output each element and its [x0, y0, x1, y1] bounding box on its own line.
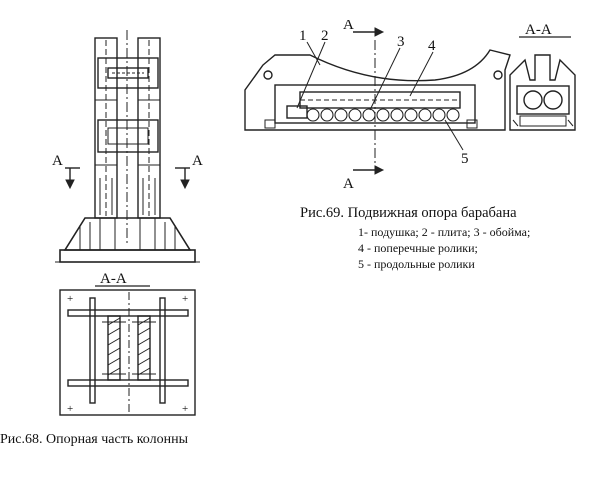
label-a-top: А — [343, 20, 354, 33]
svg-text:+: + — [67, 293, 73, 305]
callout-3: 3 — [397, 34, 405, 50]
figure-69-drum-support: 1 2 3 4 5 А А А-А — [235, 20, 605, 200]
callout-1: 1 — [299, 28, 307, 44]
label-a-bottom: А — [343, 176, 354, 192]
svg-text:+: + — [182, 403, 188, 415]
callout-4: 4 — [428, 38, 436, 54]
figure-69-caption: Рис.69. Подвижная опора барабана — [300, 205, 517, 221]
figure-68-caption: Рис.68. Опорная часть колонны — [0, 432, 188, 447]
legend-line-1: 1- подушка; 2 - плита; 3 - обойма; — [358, 225, 531, 239]
column-section-plan — [59, 289, 196, 416]
callout-leaders — [296, 41, 464, 151]
support-elevation-drawing — [244, 40, 511, 170]
section-arrows-69 — [353, 27, 385, 175]
column-elevation-drawing — [55, 30, 200, 263]
section-arrows-68 — [65, 167, 190, 190]
label-a-left: А — [52, 153, 63, 169]
section-label-69: А-А — [525, 22, 552, 38]
legend-line-3: 5 - продольные ролики — [358, 257, 475, 271]
figure-69-legend: 1- подушка; 2 - плита; 3 - обойма; 4 - п… — [358, 224, 603, 272]
support-section-drawing — [509, 54, 576, 131]
anchor-bolt-marks: + + + + — [67, 293, 188, 415]
section-label-68: А-А — [100, 271, 127, 287]
callout-5: 5 — [461, 151, 469, 167]
legend-line-2: 4 - поперечные ролики; — [358, 241, 478, 255]
svg-text:+: + — [182, 293, 188, 305]
callout-2: 2 — [321, 28, 329, 44]
label-a-right: А — [192, 153, 203, 169]
figure-68-column-base: А А А-А + + — [40, 0, 230, 430]
svg-text:+: + — [67, 403, 73, 415]
